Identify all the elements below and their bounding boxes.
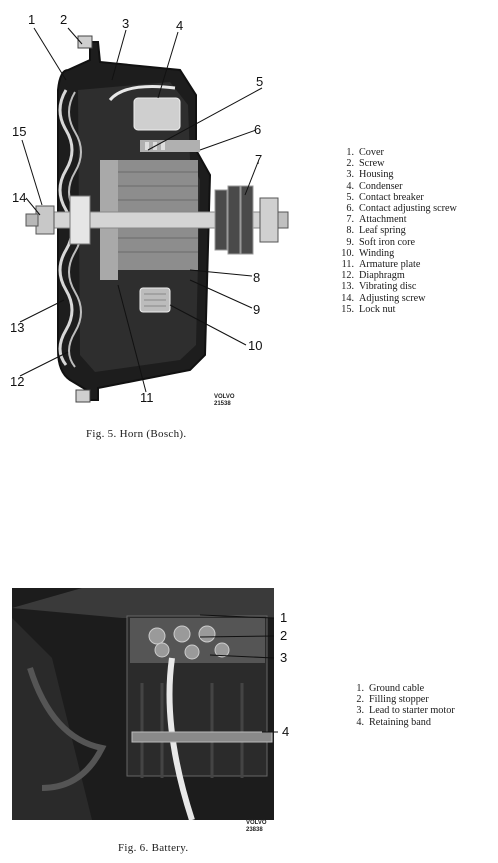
legend-number: 3. <box>346 169 354 181</box>
legend-number: 9. <box>346 236 354 248</box>
legend-label: Condenser <box>359 180 403 192</box>
legend-item: 5. Contact breaker <box>338 192 457 203</box>
legend-item: 3. Lead to starter motor <box>348 705 455 717</box>
legend-item: 9. Soft iron core <box>338 237 457 248</box>
legend-item: 15. Lock nut <box>338 304 457 315</box>
legend-label: Lock nut <box>359 303 396 315</box>
callout-15: 15 <box>12 124 26 139</box>
legend-number: 10. <box>341 247 354 259</box>
legend-label: Contact adjusting screw <box>359 203 457 215</box>
fig6-callouts: 1 2 3 4 VOLVO 23838 <box>199 610 289 833</box>
legend-number: 8. <box>346 225 354 237</box>
legend-number: 6. <box>346 203 354 215</box>
legend-number: 7. <box>346 214 354 226</box>
legend-item: 8. Leaf spring <box>338 225 457 236</box>
fig6-callout-1: 1 <box>280 610 287 625</box>
legend-item: 1. Cover <box>338 147 457 158</box>
legend-item: 2. Screw <box>338 158 457 169</box>
legend-item: 2. Filling stopper <box>348 694 455 705</box>
horn-illustration: 1 2 3 4 5 6 7 8 9 10 11 12 13 14 15 VOLV… <box>10 12 289 407</box>
callout-14: 14 <box>12 190 26 205</box>
legend-item: 4. Retaining band <box>348 717 455 728</box>
fig6-legend: 1. Ground cable 2. Filling stopper 3. Lead to… <box>348 683 455 728</box>
legend-number: 3. <box>356 705 364 717</box>
callout-5: 5 <box>256 74 263 89</box>
legend-item: 14. Adjusting screw <box>338 293 457 304</box>
lock-nut <box>35 205 55 235</box>
legend-number: 1. <box>356 683 364 694</box>
legend-label: Adjusting screw <box>359 292 426 304</box>
legend-number: 4. <box>346 180 354 192</box>
callout-10: 10 <box>248 338 262 353</box>
legend-label: Attachment <box>359 214 407 226</box>
legend-number: 5. <box>346 191 354 203</box>
legend-number: 2. <box>346 158 354 170</box>
legend-label: Vibrating disc <box>359 281 417 293</box>
legend-number: 12. <box>341 270 354 282</box>
legend-number: 15. <box>341 303 354 315</box>
legend-number: 13. <box>341 281 354 293</box>
battery-photo <box>12 588 274 820</box>
fig6-callout-4: 4 <box>282 724 289 739</box>
fig6-stamp-top: VOLVO <box>246 820 267 826</box>
callout-11: 11 <box>140 390 154 405</box>
fig6-stamp-bottom: 23838 <box>246 827 263 833</box>
legend-item: 11. Armature plate <box>338 259 457 270</box>
legend-label: Screw <box>359 158 385 170</box>
callout-9: 9 <box>253 302 260 317</box>
legend-label: Contact breaker <box>359 191 424 203</box>
legend-item: 10. Winding <box>338 248 457 259</box>
legend-item: 13. Vibrating disc <box>338 281 457 292</box>
legend-label: Armature plate <box>359 259 421 271</box>
legend-item: 6. Contact adjusting screw <box>338 203 457 214</box>
fig5-legend: 1. Cover 2. Screw 3. Housing 4. Condenser 5. Cont… <box>338 147 457 315</box>
callout-12: 12 <box>10 374 24 389</box>
callout-13: 13 <box>10 320 24 335</box>
callout-2: 2 <box>60 12 67 27</box>
legend-number: 1. <box>346 147 354 158</box>
filling-stopper <box>148 627 166 645</box>
fig6-callout-3: 3 <box>280 650 287 665</box>
legend-label: Lead to starter motor <box>369 705 455 717</box>
fig5-caption: Fig. 5. Horn (Bosch). <box>86 428 187 440</box>
condenser <box>133 97 181 131</box>
legend-label: Soft iron core <box>359 236 416 248</box>
legend-label: Ground cable <box>369 683 425 694</box>
legend-label: Winding <box>359 247 395 259</box>
fig5-stamp-bottom: 21538 <box>214 401 231 407</box>
retaining-band <box>131 731 273 743</box>
callout-3: 3 <box>122 16 129 31</box>
legend-label: Retaining band <box>369 716 431 728</box>
legend-item: 7. Attachment <box>338 214 457 225</box>
callout-7: 7 <box>255 152 262 167</box>
callout-4: 4 <box>176 18 183 33</box>
legend-number: 14. <box>341 292 354 304</box>
legend-number: 2. <box>356 694 364 706</box>
legend-item: 1. Ground cable <box>348 683 455 694</box>
attachment <box>214 185 254 255</box>
fig6-caption: Fig. 6. Battery. <box>118 842 189 854</box>
callout-8: 8 <box>253 270 260 285</box>
legend-item: 12. Diaphragm <box>338 270 457 281</box>
legend-label: Housing <box>359 169 394 181</box>
callout-1: 1 <box>28 12 35 27</box>
legend-label: Filling stopper <box>369 694 429 706</box>
legend-item: 4. Condenser <box>338 181 457 192</box>
legend-number: 4. <box>356 716 364 728</box>
legend-label: Diaphragm <box>359 270 405 282</box>
legend-number: 11. <box>341 259 354 271</box>
fig6-callout-2: 2 <box>280 628 287 643</box>
legend-item: 3. Housing <box>338 169 457 180</box>
fig5-stamp-top: VOLVO <box>214 394 235 400</box>
legend-label: Leaf spring <box>359 225 406 237</box>
callout-6: 6 <box>254 122 261 137</box>
legend-label: Cover <box>359 147 384 158</box>
